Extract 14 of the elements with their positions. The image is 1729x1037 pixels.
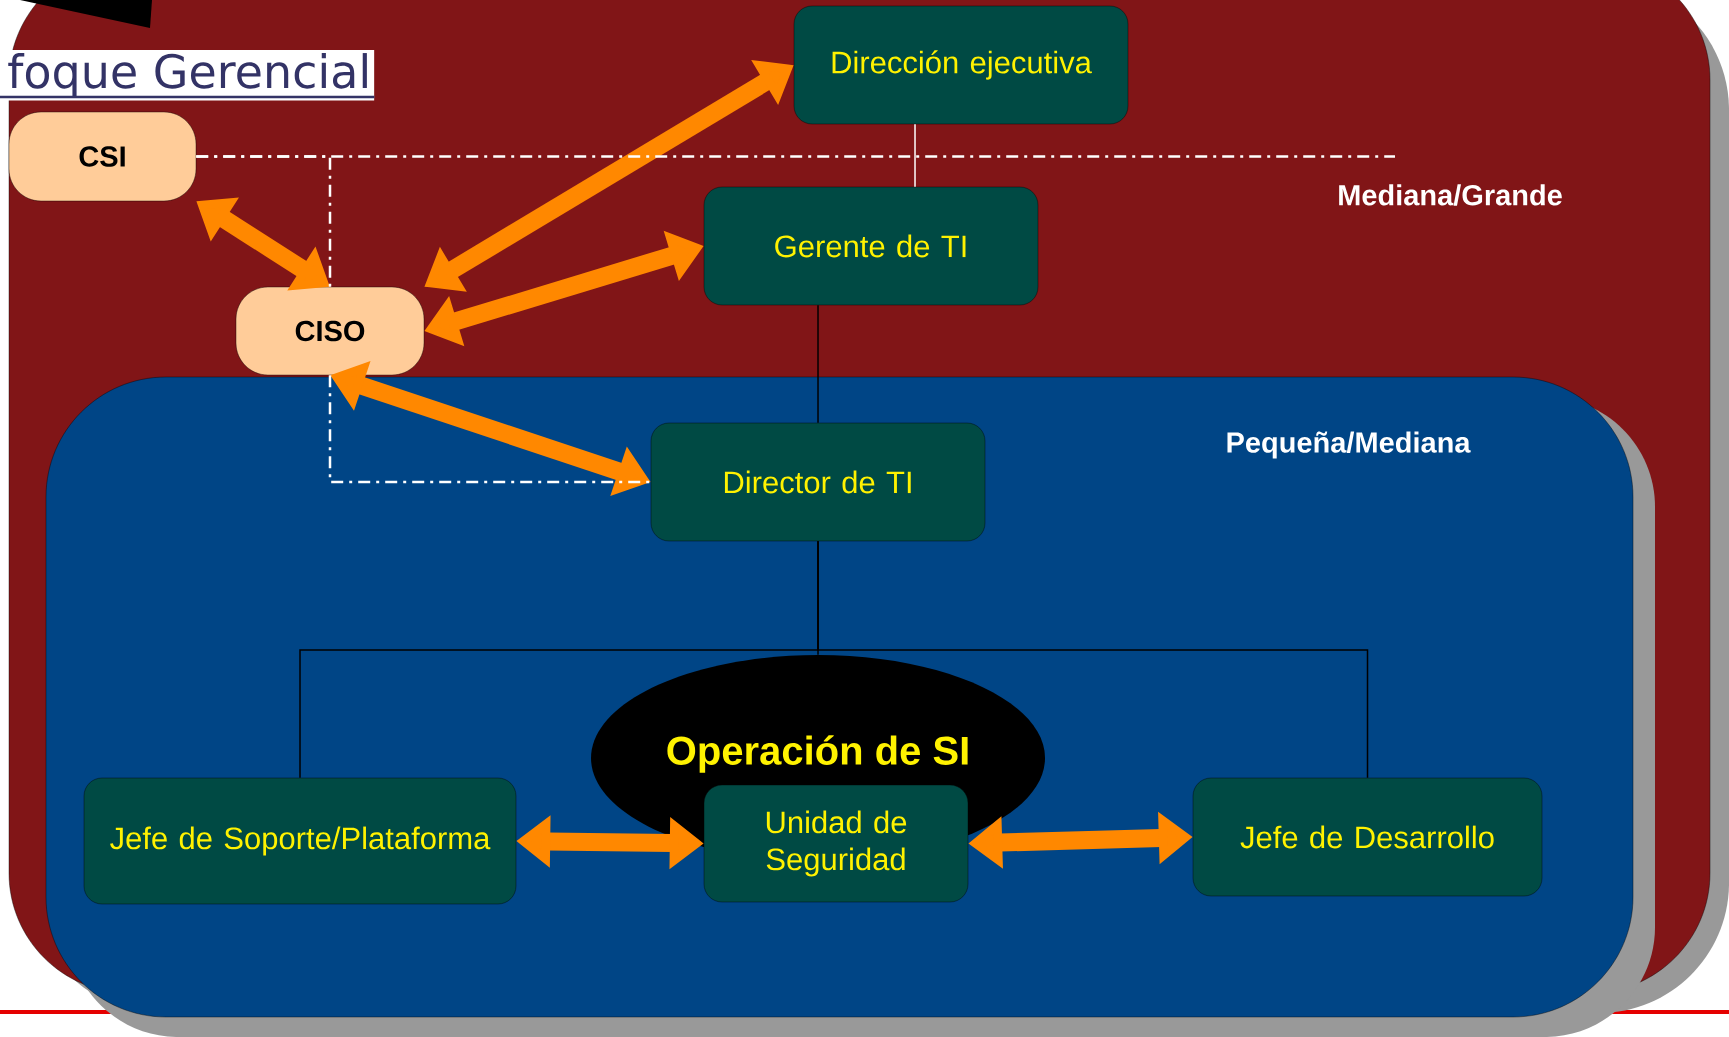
- dash-dot-line: [196, 155, 1395, 158]
- connector-line: [914, 123, 916, 188]
- dash-dot-line: [328, 375, 651, 484]
- role-box: Dirección ejecutiva: [793, 5, 1129, 125]
- role-box: CSI: [8, 111, 197, 202]
- role-box: Unidad de Seguridad: [703, 784, 969, 903]
- role-box: Jefe de Desarrollo: [1192, 777, 1543, 897]
- connector-line: [817, 540, 1369, 779]
- role-box: Jefe de Soporte/Plataforma: [83, 777, 517, 905]
- connector-line: [817, 304, 819, 424]
- role-box: CISO: [235, 286, 425, 376]
- role-box: Director de TI: [650, 422, 986, 542]
- title-text: foque Gerencial: [0, 50, 375, 101]
- role-box: Gerente de TI: [703, 186, 1039, 306]
